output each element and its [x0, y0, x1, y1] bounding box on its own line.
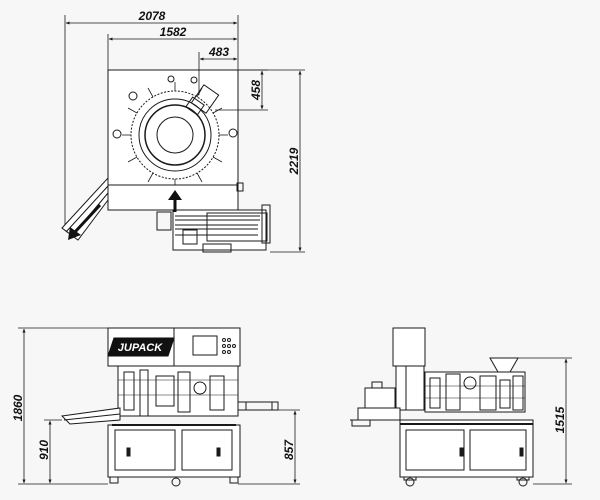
cabinet-door-right [181, 429, 233, 471]
logo-text: JUPACK [118, 342, 163, 354]
bag-magazine [190, 84, 220, 114]
caster-right [518, 477, 528, 487]
side-base-cabinet [399, 419, 534, 478]
infeed-unit [364, 387, 396, 409]
discharge-chute [61, 176, 109, 241]
outfeed-arrow-icon [68, 203, 102, 240]
caster-left [405, 477, 415, 487]
filler-hopper [489, 357, 519, 373]
dim-offset-width: 483 [208, 45, 229, 59]
side-view [350, 327, 534, 487]
dim-overall-depth: 2219 [287, 147, 301, 175]
dim-overall-width: 2078 [138, 9, 166, 23]
side-mechanism [424, 371, 526, 413]
front-dimension-lines [18, 327, 300, 485]
side-column [392, 327, 426, 367]
top-view [61, 69, 271, 253]
discharge-conveyor [60, 407, 121, 425]
dim-hopper-height: 1515 [553, 406, 567, 433]
front-view [60, 327, 279, 487]
top-dimension-lines [64, 15, 305, 253]
dim-frame-width: 1582 [160, 25, 187, 39]
cabinet-door-left [114, 429, 176, 471]
dim-table-height: 857 [282, 439, 296, 460]
side-dimension-lines [518, 357, 572, 485]
turret-center [156, 116, 194, 154]
side-door-1 [405, 429, 465, 471]
infeed-arrow-icon [168, 190, 182, 212]
touch-screen [192, 335, 218, 356]
dim-offset-height: 458 [249, 80, 263, 101]
dim-conveyor-height: 910 [37, 440, 51, 460]
dim-overall-height: 1860 [11, 394, 25, 421]
brand-logo: JUPACK [107, 337, 175, 357]
side-door-2 [469, 429, 527, 471]
turret-stations [122, 82, 228, 185]
